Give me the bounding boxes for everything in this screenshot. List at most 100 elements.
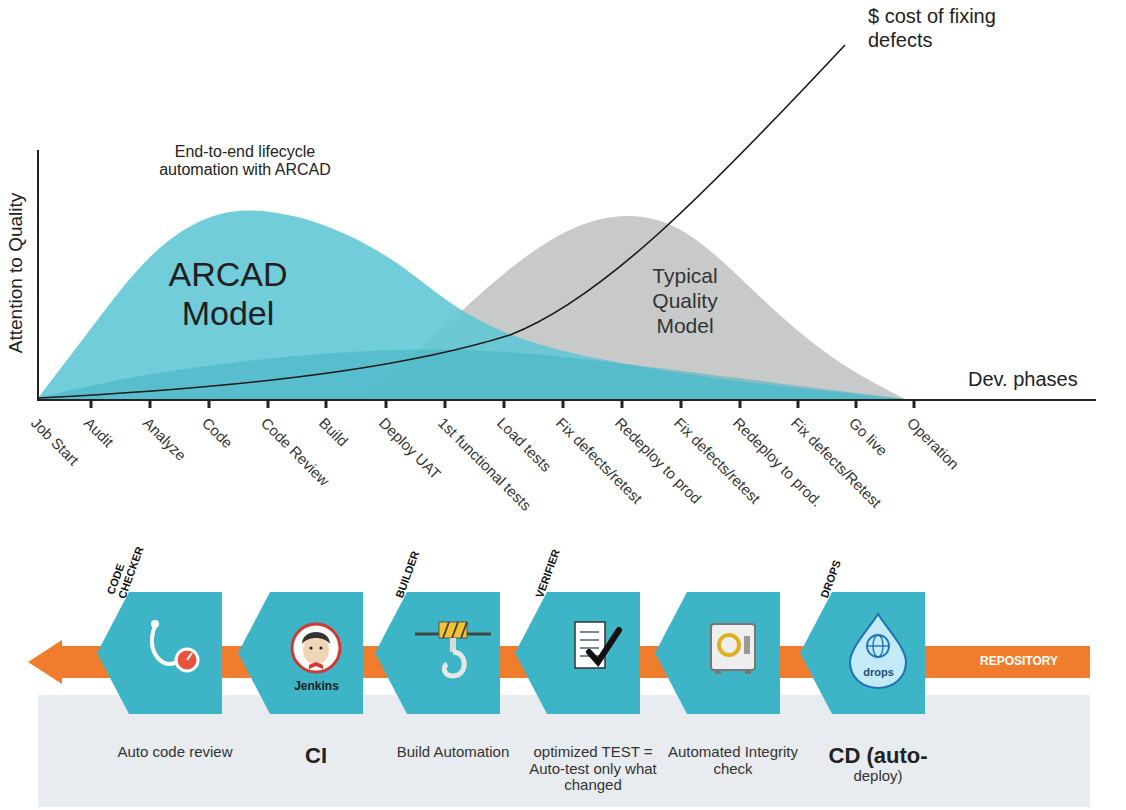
globe-equator: [867, 645, 889, 646]
node-shape: [28, 640, 1090, 684]
jenkins-badge: [292, 624, 340, 672]
tool-arrow-box: DROPSdropsCD (auto-deploy): [800, 592, 925, 714]
quality-curve-area: ARCAD Model: [38, 205, 908, 400]
tool-caption: Build Automation: [386, 744, 520, 761]
safe-foot: [715, 670, 721, 674]
safe-dial: [719, 635, 739, 655]
node-shape: [800, 592, 925, 714]
chart-note: End-to-end lifecycle automation with ARC…: [145, 143, 345, 178]
axis-tick: [913, 400, 916, 408]
axis-tick: [680, 400, 683, 408]
node-shape: [238, 592, 363, 714]
phase-label: Build: [316, 414, 352, 450]
curve-label: $ cost of fixing defects: [868, 4, 1043, 52]
axis-title: Dev. phases: [968, 368, 1078, 391]
tool-caption: CI: [249, 744, 383, 768]
logo-text: Jenkins: [254, 680, 379, 694]
axis-tick: [739, 400, 742, 408]
tool-icon: [292, 624, 340, 672]
gauge-needle: [187, 653, 192, 660]
tool-caption: Automated Integrity check: [666, 744, 800, 777]
tool-caption: Auto code review: [108, 744, 242, 761]
stethoscope-tip: [151, 620, 159, 628]
safe-handle: [744, 636, 750, 654]
phase-label: Operation: [904, 414, 963, 473]
tool-arrow-box: BUILDERBuild Automation: [375, 592, 500, 714]
phase-label: Job Start: [28, 414, 83, 469]
gauge-dial: [176, 649, 198, 671]
phase-label: Code: [199, 414, 237, 452]
crane-block: [439, 622, 467, 638]
band-label: REPOSITORY: [980, 655, 1058, 669]
axis-tick: [90, 400, 93, 408]
model-title: ARCAD Model: [143, 255, 313, 333]
stripe: [443, 622, 449, 638]
axis-tick: [562, 400, 565, 408]
axis-tick: [503, 400, 506, 408]
tick-group: [91, 400, 914, 408]
axis-tick: [855, 400, 858, 408]
tool-arrow-box: Automated Integrity check: [655, 592, 780, 714]
tool-tag: VERIFIER: [534, 542, 565, 600]
axis-tick: [621, 400, 624, 408]
axis-tick: [797, 400, 800, 408]
phase-label: Go live: [846, 414, 891, 459]
tool-arrow-box: CODE CHECKERAuto code review: [97, 592, 222, 714]
clipboard-line: [580, 639, 599, 641]
typical-area: [360, 216, 905, 400]
tool-caption: optimized TEST = Auto-test only what cha…: [526, 744, 660, 794]
jenkins-bowtie: [309, 662, 323, 669]
quality-curve-area: Typical Quality Model: [360, 205, 908, 400]
node-shape: [515, 592, 640, 714]
node-shape: [655, 592, 780, 714]
tool-icon: [151, 620, 198, 671]
clipboard-line: [580, 631, 599, 633]
safe-body: [711, 624, 755, 670]
x-axis: [37, 399, 1096, 401]
check-mark: [589, 630, 619, 662]
arrow-box: [238, 592, 363, 714]
axis-title: Attention to Quality: [5, 143, 27, 403]
jenkins-hair: [302, 632, 330, 644]
arrow-box: [515, 592, 640, 714]
arrow-box: [375, 592, 500, 714]
phase-label: Audit: [81, 414, 117, 450]
arrow-box: [800, 592, 925, 714]
tool-caption: CD (auto-deploy): [811, 744, 945, 785]
tool-icon: [711, 624, 755, 674]
tool-icon: [575, 622, 619, 668]
logo-text: drops: [816, 666, 941, 679]
tool-tag: CODE CHECKER: [105, 538, 147, 600]
node-shape: [360, 205, 908, 400]
repository-arrow: [28, 640, 1090, 684]
tool-tag: DROPS: [819, 542, 850, 600]
tool-tag: BUILDER: [394, 542, 425, 600]
node-shape: [97, 592, 222, 714]
stripe: [452, 622, 458, 638]
arrow-box: [655, 592, 780, 714]
phase-label: Deploy UAT: [376, 414, 445, 483]
tool-icon: [415, 622, 491, 676]
axis-tick: [208, 400, 211, 408]
axis-tick: [149, 400, 152, 408]
globe: [867, 635, 889, 657]
axis-tick: [385, 400, 388, 408]
jenkins-eye: [309, 646, 312, 649]
safe-foot: [745, 670, 751, 674]
y-axis: [37, 150, 39, 401]
axis-tick: [267, 400, 270, 408]
arrow-box: [97, 592, 222, 714]
axis-tick: [325, 400, 328, 408]
phase-label: Load tests: [494, 414, 555, 475]
arcad-area: [38, 210, 905, 400]
phase-label: Analyze: [140, 414, 190, 464]
crane-hook: [444, 652, 464, 676]
repository-band: REPOSITORY: [28, 640, 1090, 684]
tool-arrow-box: VERIFIERoptimized TEST = Auto-test only …: [515, 592, 640, 714]
stripe: [461, 622, 467, 638]
node-shape: [38, 205, 908, 400]
axis-tick: [444, 400, 447, 408]
